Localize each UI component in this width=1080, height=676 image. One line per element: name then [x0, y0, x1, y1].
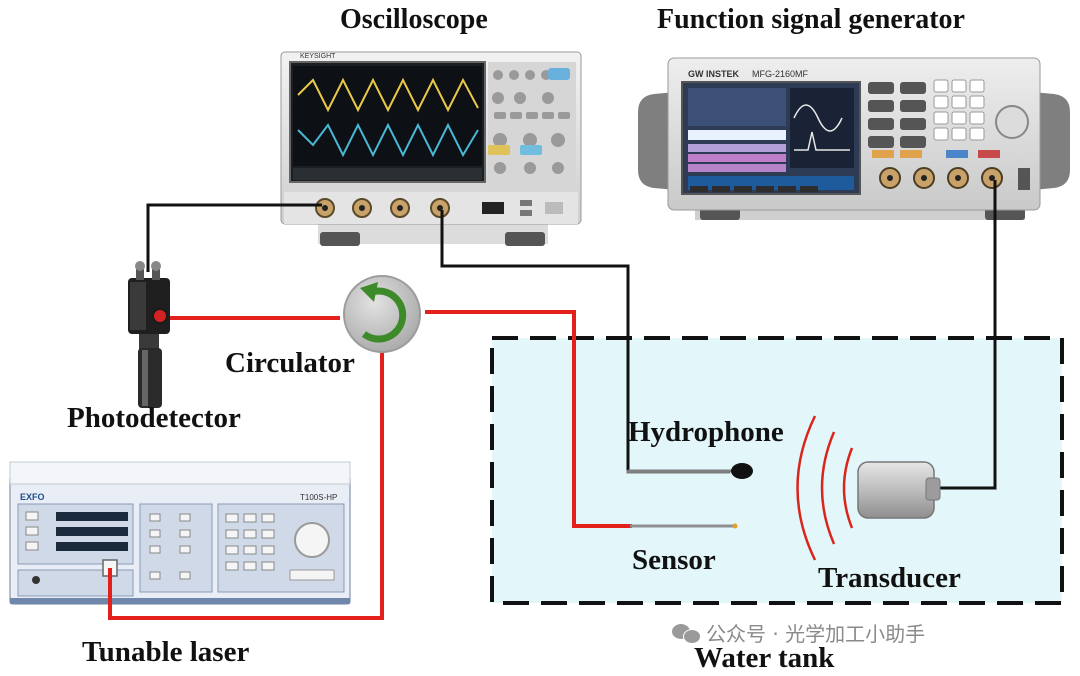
hydrophone	[628, 463, 753, 479]
transducer	[857, 461, 941, 519]
fiber-circulator-to-sensor	[425, 310, 632, 528]
oscilloscope-label: Oscilloscope	[340, 4, 488, 35]
watermark: 公众号 · 光学加工小助手	[672, 618, 925, 647]
water-tank-label: Water tank	[694, 642, 835, 674]
sensor	[630, 523, 738, 529]
scope-trace-yellow	[297, 77, 479, 113]
photodetector	[128, 261, 170, 408]
fg-bnc-outputs	[879, 167, 1003, 189]
scope-brand-text: KEYSIGHT	[300, 53, 336, 60]
ultrasound-waves	[796, 415, 854, 561]
watermark-text: 公众号 · 光学加工小助手	[706, 622, 926, 646]
scope-bnc-inputs	[315, 198, 450, 218]
transducer-label: Transducer	[818, 562, 961, 594]
oscilloscope: KEYSIGHT	[280, 51, 582, 246]
function-generator: GW INSTEK MFG-2160MF	[638, 57, 1070, 220]
tunable-laser: EXFO T100S-HP	[9, 461, 351, 605]
circulator	[343, 275, 421, 353]
water-tank	[490, 336, 1064, 605]
wechat-icon	[672, 622, 702, 644]
photodetector-label: Photodetector	[67, 402, 241, 434]
circulator-label: Circulator	[225, 347, 355, 379]
tunable-laser-label: Tunable laser	[82, 636, 250, 668]
laser-brand-text: EXFO	[20, 492, 45, 502]
scope-trace-cyan	[297, 122, 479, 158]
sensor-label: Sensor	[632, 544, 716, 576]
function-generator-label: Function signal generator	[657, 4, 965, 35]
hydrophone-label: Hydrophone	[628, 416, 784, 448]
fg-brand-text: GW INSTEK	[688, 69, 739, 79]
cable-generator-to-transducer	[936, 180, 997, 490]
fg-model-text: MFG-2160MF	[752, 69, 809, 79]
cable-photodetector-to-scope	[146, 203, 322, 272]
fiber-laser-to-circulator	[108, 345, 384, 620]
laser-model-text: T100S-HP	[300, 493, 337, 502]
